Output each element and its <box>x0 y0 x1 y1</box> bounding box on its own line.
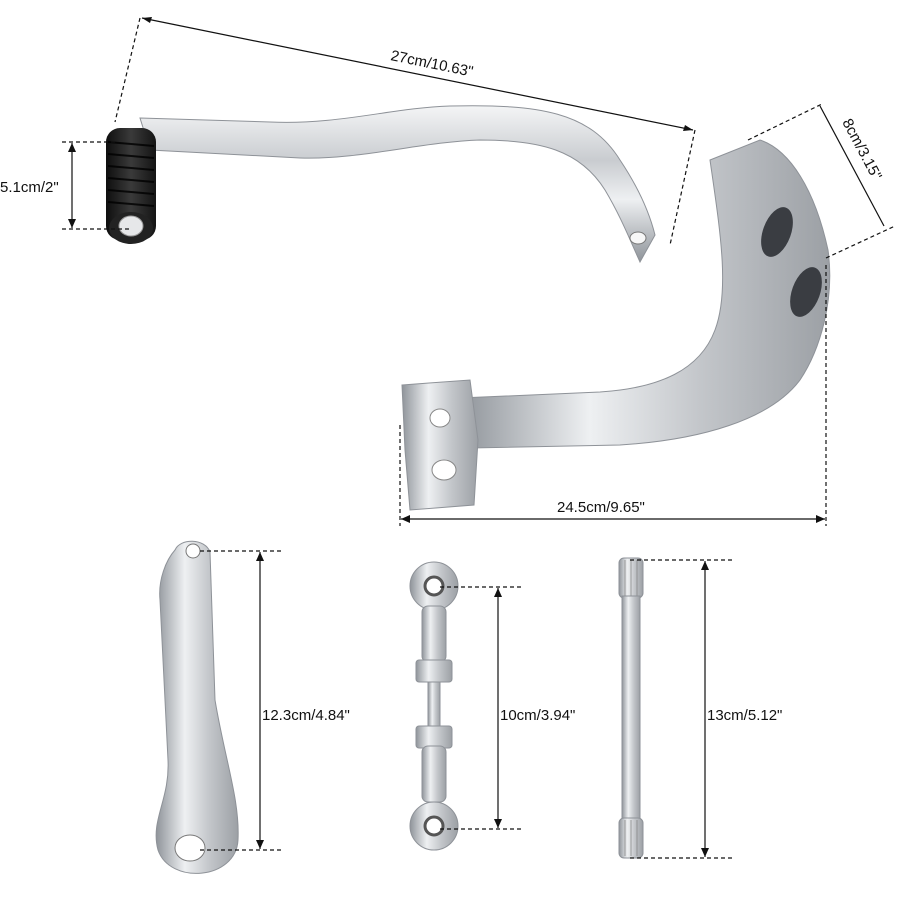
inner-shift-arm <box>155 540 239 874</box>
dimension-label-shaft-length: 13cm/5.12" <box>707 707 782 724</box>
peg-grip-ridges <box>107 141 155 207</box>
rod-thread <box>427 681 441 729</box>
shift-linkage-rod <box>409 561 459 851</box>
dimension-label-peg-height: 5.1cm/2" <box>0 179 59 196</box>
dimension-peg-height: 5.1cm/2" <box>0 141 130 230</box>
dimension-inner-arm: 12.3cm/4.84" <box>200 550 350 851</box>
heel-pad-hole-upper <box>761 207 793 257</box>
rod-upper-nut <box>415 659 453 683</box>
mount-lower-hole <box>431 459 457 481</box>
heel-shifter-mount-block <box>401 379 479 511</box>
shift-shaft <box>618 557 644 859</box>
rod-upper-body <box>421 605 447 663</box>
shift-lever-with-peg <box>106 105 656 264</box>
shaft-top-spline-grooves <box>624 560 638 596</box>
heel-shifter <box>401 139 831 511</box>
rod-end-top-eye <box>423 575 445 597</box>
inner-arm-bottom-hole <box>174 834 206 862</box>
dimension-label-heel-length: 24.5cm/9.65" <box>557 499 645 516</box>
dimension-shaft-length: 13cm/5.12" <box>630 559 782 859</box>
dimension-label-shifter-length: 27cm/10.63" <box>389 47 474 80</box>
inner-arm-body <box>155 540 239 874</box>
rod-lower-nut <box>415 725 453 749</box>
mount-hole <box>429 408 451 428</box>
heel-shifter-arm <box>459 139 831 449</box>
rubber-peg <box>106 128 156 240</box>
dimension-rod-length: 10cm/3.94" <box>440 586 575 830</box>
lever-end-bolt <box>629 231 647 245</box>
shift-lever-arm <box>139 105 656 264</box>
dimension-label-rod-length: 10cm/3.94" <box>500 707 575 724</box>
rod-lower-body <box>421 745 447 803</box>
inner-arm-top-hole <box>185 543 201 559</box>
dimension-label-inner-arm: 12.3cm/4.84" <box>262 707 350 724</box>
dimension-label-heel-width: 8cm/3.15" <box>838 116 884 183</box>
heel-pad-hole-lower <box>790 267 822 317</box>
peg-cap-bolt <box>118 215 144 237</box>
dimension-heel-length: 24.5cm/9.65" <box>399 265 827 526</box>
shaft-body <box>621 595 641 821</box>
rod-end-bottom-eye <box>423 815 445 837</box>
shaft-bottom-spline-grooves <box>624 820 638 856</box>
